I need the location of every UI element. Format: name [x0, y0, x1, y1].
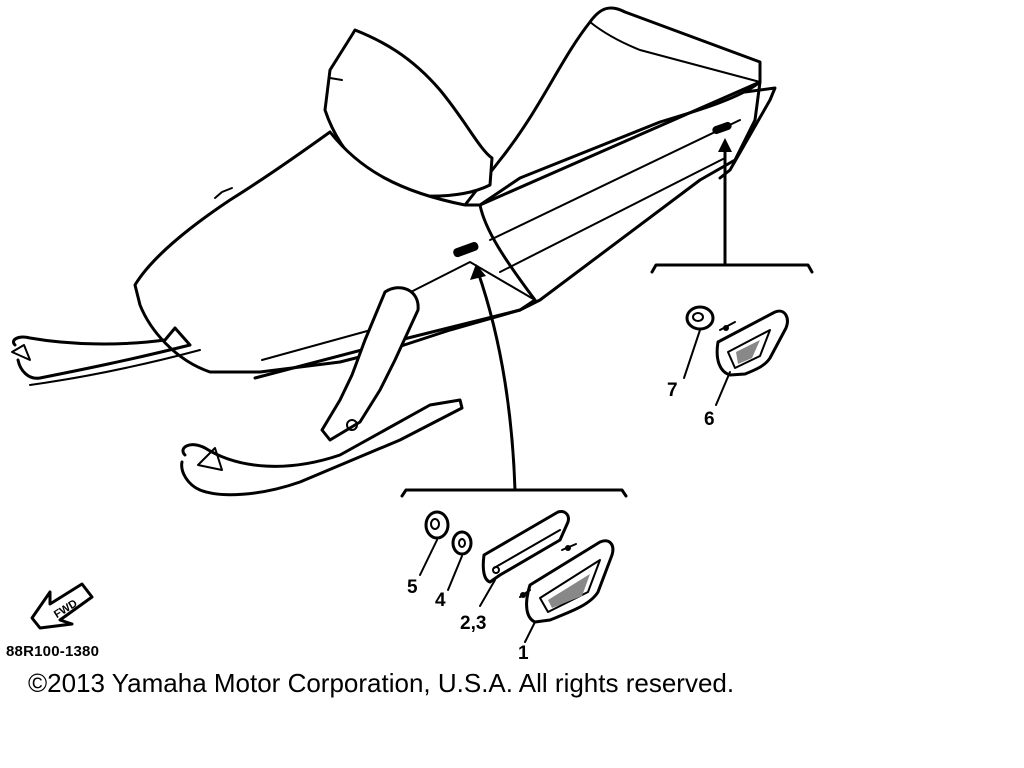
part-5-nut — [426, 512, 448, 538]
callout-5: 5 — [407, 577, 418, 598]
part-4-washer — [453, 532, 471, 554]
callout-1: 1 — [518, 643, 529, 664]
leader-lines — [402, 138, 812, 496]
skis — [12, 288, 462, 495]
reference-code: 88R100-1380 — [6, 643, 99, 660]
callout-2-3: 2,3 — [460, 613, 486, 634]
copyright-notice: ©2013 Yamaha Motor Corporation, U.S.A. A… — [28, 668, 735, 698]
part-6-reflector — [717, 311, 787, 375]
part-2-3-plate — [483, 512, 568, 582]
part-1-reflector — [520, 541, 613, 622]
callout-7: 7 — [667, 380, 678, 401]
left-ski — [13, 328, 190, 378]
ski-leg — [322, 288, 418, 440]
callout-6: 6 — [704, 409, 715, 430]
right-ski — [182, 400, 462, 495]
parts — [420, 307, 787, 642]
body-reflector-slot-front — [453, 241, 479, 258]
part-7-grommet — [687, 307, 713, 329]
callout-4: 4 — [435, 590, 446, 611]
side-panel — [480, 82, 760, 310]
snowmobile-illustration — [135, 8, 775, 378]
hood — [135, 132, 535, 372]
forward-arrow-icon: FWD — [32, 584, 92, 628]
body-reflector-slot-rear — [712, 121, 732, 135]
